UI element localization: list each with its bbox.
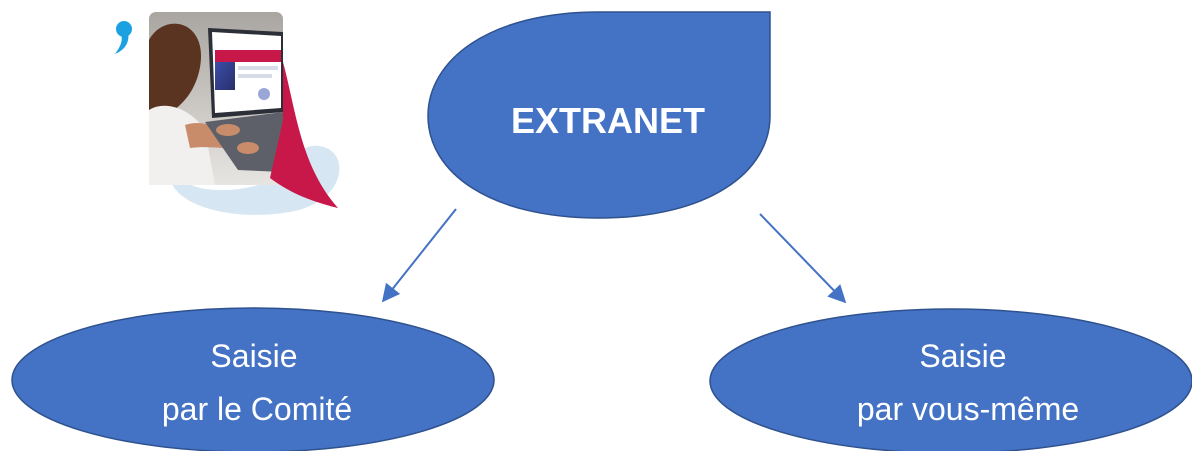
committee-entry-line2: par le Comité: [162, 391, 352, 427]
arrow-right: [759, 213, 847, 304]
self-entry-node: Saisie par vous-même: [709, 308, 1192, 451]
committee-entry-shape: [11, 307, 495, 451]
laptop-user-illustration: [149, 12, 340, 215]
self-entry-line2: par vous-même: [857, 391, 1079, 427]
extranet-node: EXTRANET: [427, 11, 771, 219]
committee-entry-node: Saisie par le Comité: [11, 307, 495, 451]
committee-entry-line1: Saisie: [210, 338, 297, 374]
arrow-left: [381, 208, 457, 303]
red-accent: [270, 62, 338, 208]
extranet-shape: [427, 11, 771, 219]
self-entry-shape: [709, 308, 1192, 451]
person-hair: [149, 23, 202, 122]
quote-icon: [115, 21, 132, 54]
hands: [216, 124, 259, 154]
self-entry-line1: Saisie: [919, 338, 1006, 374]
laptop-screen: [208, 28, 283, 118]
extranet-label: EXTRANET: [511, 100, 705, 141]
